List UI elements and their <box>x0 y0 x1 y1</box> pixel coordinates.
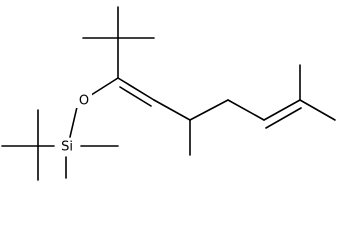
bond <box>117 77 155 101</box>
silicon-label: Si <box>61 140 73 155</box>
bond <box>119 86 152 107</box>
bond <box>227 99 265 121</box>
alkene-double-bond <box>117 77 155 107</box>
bond <box>153 99 191 121</box>
oxygen-silicon-bond <box>69 106 78 138</box>
silyl-substituents <box>1 109 119 181</box>
terminal-alkene <box>265 64 336 129</box>
bond <box>189 99 229 121</box>
silicon-atom: Si <box>55 138 79 155</box>
bond <box>265 107 302 129</box>
oxygen-atom: O <box>76 92 92 109</box>
bond <box>263 99 301 121</box>
skeletal-structure: O Si <box>1 6 336 181</box>
carbon-oxygen-bond <box>87 77 119 98</box>
oxygen-label: O <box>79 94 89 109</box>
bond <box>299 99 336 121</box>
tert-butyl-group-top <box>82 6 155 79</box>
alkyl-chain <box>153 99 301 156</box>
